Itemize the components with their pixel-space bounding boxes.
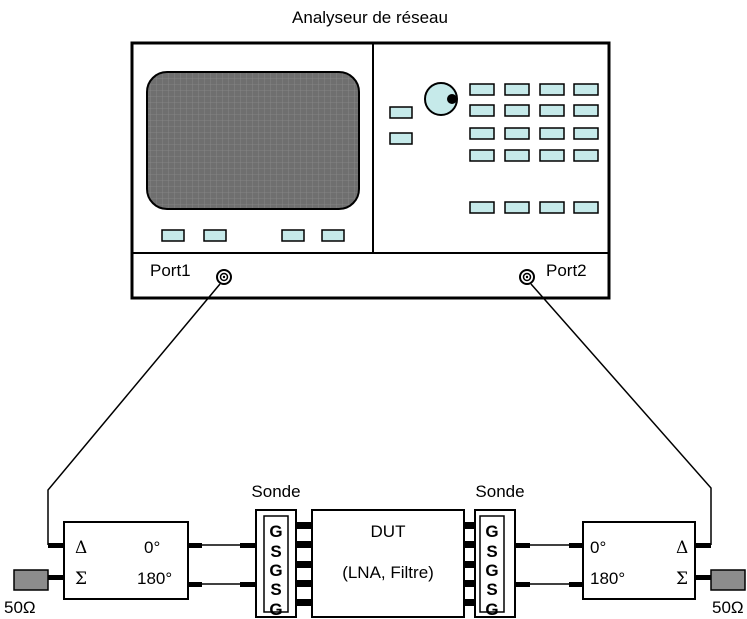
keypad-key (573, 127, 599, 140)
right-sigma-symbol: Σ (676, 569, 688, 589)
probe-tip-right (464, 522, 475, 529)
probe-pin-label: G (269, 600, 282, 619)
stub (240, 543, 255, 548)
probe-tip-right (464, 561, 475, 568)
keypad (469, 83, 599, 214)
keypad-key (573, 104, 599, 117)
probe-pin-label: G (485, 522, 498, 541)
keypad-key (539, 127, 565, 140)
probe-tip-right (464, 599, 475, 606)
keypad-key (539, 83, 565, 96)
side-keys (389, 106, 413, 145)
probe-pin-label: S (486, 542, 497, 561)
probe-pin-label: G (485, 600, 498, 619)
screen-softkeys (161, 229, 345, 242)
left-sigma-symbol: Σ (75, 569, 87, 589)
probe-pin-label: S (270, 580, 281, 599)
probe-tip-left (296, 580, 312, 587)
left-delta-symbol: Δ (75, 538, 87, 558)
right-delta-port (695, 543, 711, 548)
left-180deg-label: 180° (137, 569, 172, 588)
probe-pin-label: G (269, 561, 282, 580)
port2-connector-icon (519, 269, 535, 285)
left-50ohm-load (13, 569, 49, 591)
stub (569, 543, 583, 548)
probe-tip-left (296, 522, 312, 529)
stub (240, 582, 255, 587)
keypad-key (504, 127, 530, 140)
keypad-key (469, 104, 495, 117)
probe-pin-label: S (486, 580, 497, 599)
stub (515, 543, 530, 548)
probe-tip-left (296, 561, 312, 568)
keypad-key (504, 149, 530, 162)
stub (569, 582, 583, 587)
right-probe-title: Sonde (475, 482, 524, 501)
dut-description: (LNA, Filtre) (342, 563, 434, 582)
left-hybrid-coupler: Δ Σ 0° 180° (63, 521, 189, 600)
right-delta-symbol: Δ (676, 538, 688, 558)
left-0deg-label: 0° (144, 538, 160, 557)
stub (188, 582, 202, 587)
port2-label: Port2 (546, 261, 587, 280)
stub (515, 582, 530, 587)
port1-label: Port1 (150, 261, 191, 280)
right-probe (474, 509, 516, 618)
keypad-key (539, 201, 565, 214)
left-delta-port (48, 543, 64, 548)
keypad-key (539, 104, 565, 117)
probe-tip-right (464, 580, 475, 587)
diagram-title: Analyseur de réseau (292, 8, 448, 27)
keypad-key (573, 149, 599, 162)
port1-connector-icon (216, 269, 232, 285)
left-probe (255, 509, 297, 618)
keypad-key (573, 83, 599, 96)
probe-tip-left (296, 599, 312, 606)
cable-port1 (47, 283, 221, 545)
right-0deg-label: 0° (590, 538, 606, 557)
right-load-label: 50Ω (712, 598, 744, 617)
keypad-key (469, 83, 495, 96)
tuning-knob-icon (424, 82, 458, 116)
stub (188, 543, 202, 548)
probe-tip-right (464, 541, 475, 548)
dut-left-pads (296, 522, 312, 606)
keypad-key (504, 201, 530, 214)
keypad-key (539, 149, 565, 162)
left-probe-title: Sonde (251, 482, 300, 501)
probe-pin-label: G (485, 561, 498, 580)
keypad-key (469, 201, 495, 214)
probe-pin-label: G (269, 522, 282, 541)
right-50ohm-load (710, 569, 746, 591)
right-180deg-label: 180° (590, 569, 625, 588)
analyzer-screen (146, 71, 360, 210)
keypad-key (469, 149, 495, 162)
keypad-key (504, 83, 530, 96)
dut-label: DUT (371, 522, 406, 541)
cable-port2 (530, 283, 712, 545)
left-sigma-port (48, 575, 64, 580)
keypad-key (504, 104, 530, 117)
right-sigma-port (695, 575, 711, 580)
dut-block: DUT (LNA, Filtre) (311, 509, 465, 618)
probe-pin-label: S (270, 542, 281, 561)
right-hybrid-coupler: 0° 180° Δ Σ (582, 521, 696, 600)
left-load-label: 50Ω (4, 598, 36, 617)
probe-tip-left (296, 541, 312, 548)
keypad-key (573, 201, 599, 214)
network-analyzer (130, 41, 611, 300)
dut-right-pads (464, 522, 475, 606)
keypad-key (469, 127, 495, 140)
